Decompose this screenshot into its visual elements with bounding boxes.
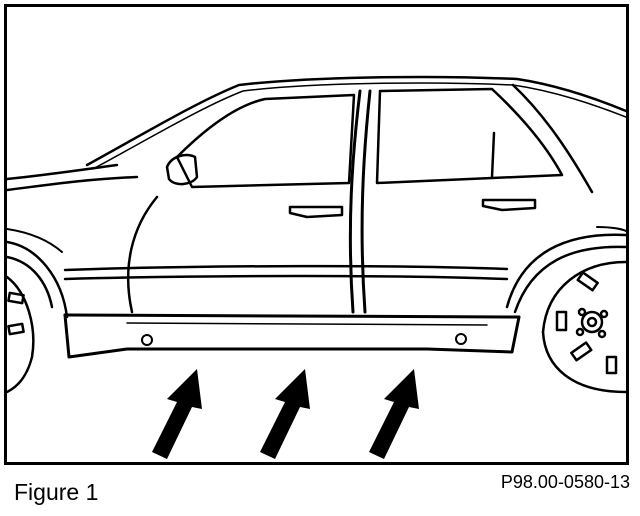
car-roof-outline	[85, 75, 626, 170]
door-gap	[348, 89, 372, 314]
side-mirror	[165, 153, 199, 186]
rear-wheel	[505, 233, 626, 394]
arrow-1	[152, 369, 202, 459]
indicator-arrows	[152, 369, 419, 459]
arrow-3	[369, 369, 419, 459]
rear-quarter-window-divider	[490, 131, 496, 179]
figure-frame	[4, 4, 629, 465]
door-handles	[288, 198, 537, 219]
front-wheel	[7, 240, 69, 394]
rear-window	[375, 87, 564, 185]
figure-reference-code: P98.00-0580-13	[500, 472, 630, 492]
hood-line	[7, 163, 139, 192]
figure-caption: Figure 1	[14, 479, 99, 505]
arrow-2	[260, 369, 310, 459]
rear-pillar	[511, 83, 594, 194]
rocker-panel-trim	[63, 313, 521, 359]
front-window	[175, 93, 356, 189]
car-side-view-illustration	[7, 75, 626, 459]
bumper-lines	[7, 226, 626, 253]
front-door-outline	[126, 195, 159, 314]
body-side-moulding	[63, 264, 509, 281]
